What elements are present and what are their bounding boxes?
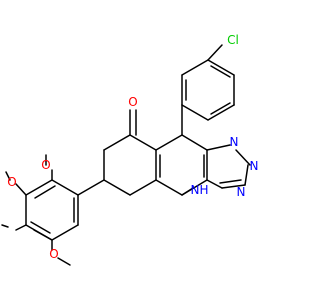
triazole-nitrogen-2-label: N (250, 159, 259, 173)
bond-lines (1, 44, 251, 266)
molecule-structure: Cl O N N N N H O O O (1, 33, 258, 266)
chlorine-label: Cl (227, 33, 239, 47)
methoxy-oxygen-bottom-label: O (49, 247, 58, 261)
atom-labels: Cl O N N N N H O O O (7, 33, 258, 261)
amine-nitrogen-label: N (191, 183, 200, 197)
triazole-nitrogen-3-label: N (237, 185, 246, 199)
ketone-oxygen-label: O (128, 95, 137, 109)
amine-hydrogen-label: H (199, 183, 208, 197)
triazole-nitrogen-1-label: N (230, 135, 239, 149)
methoxy-oxygen-top-label: O (41, 158, 50, 172)
methoxy-oxygen-middle-label: O (7, 175, 16, 189)
